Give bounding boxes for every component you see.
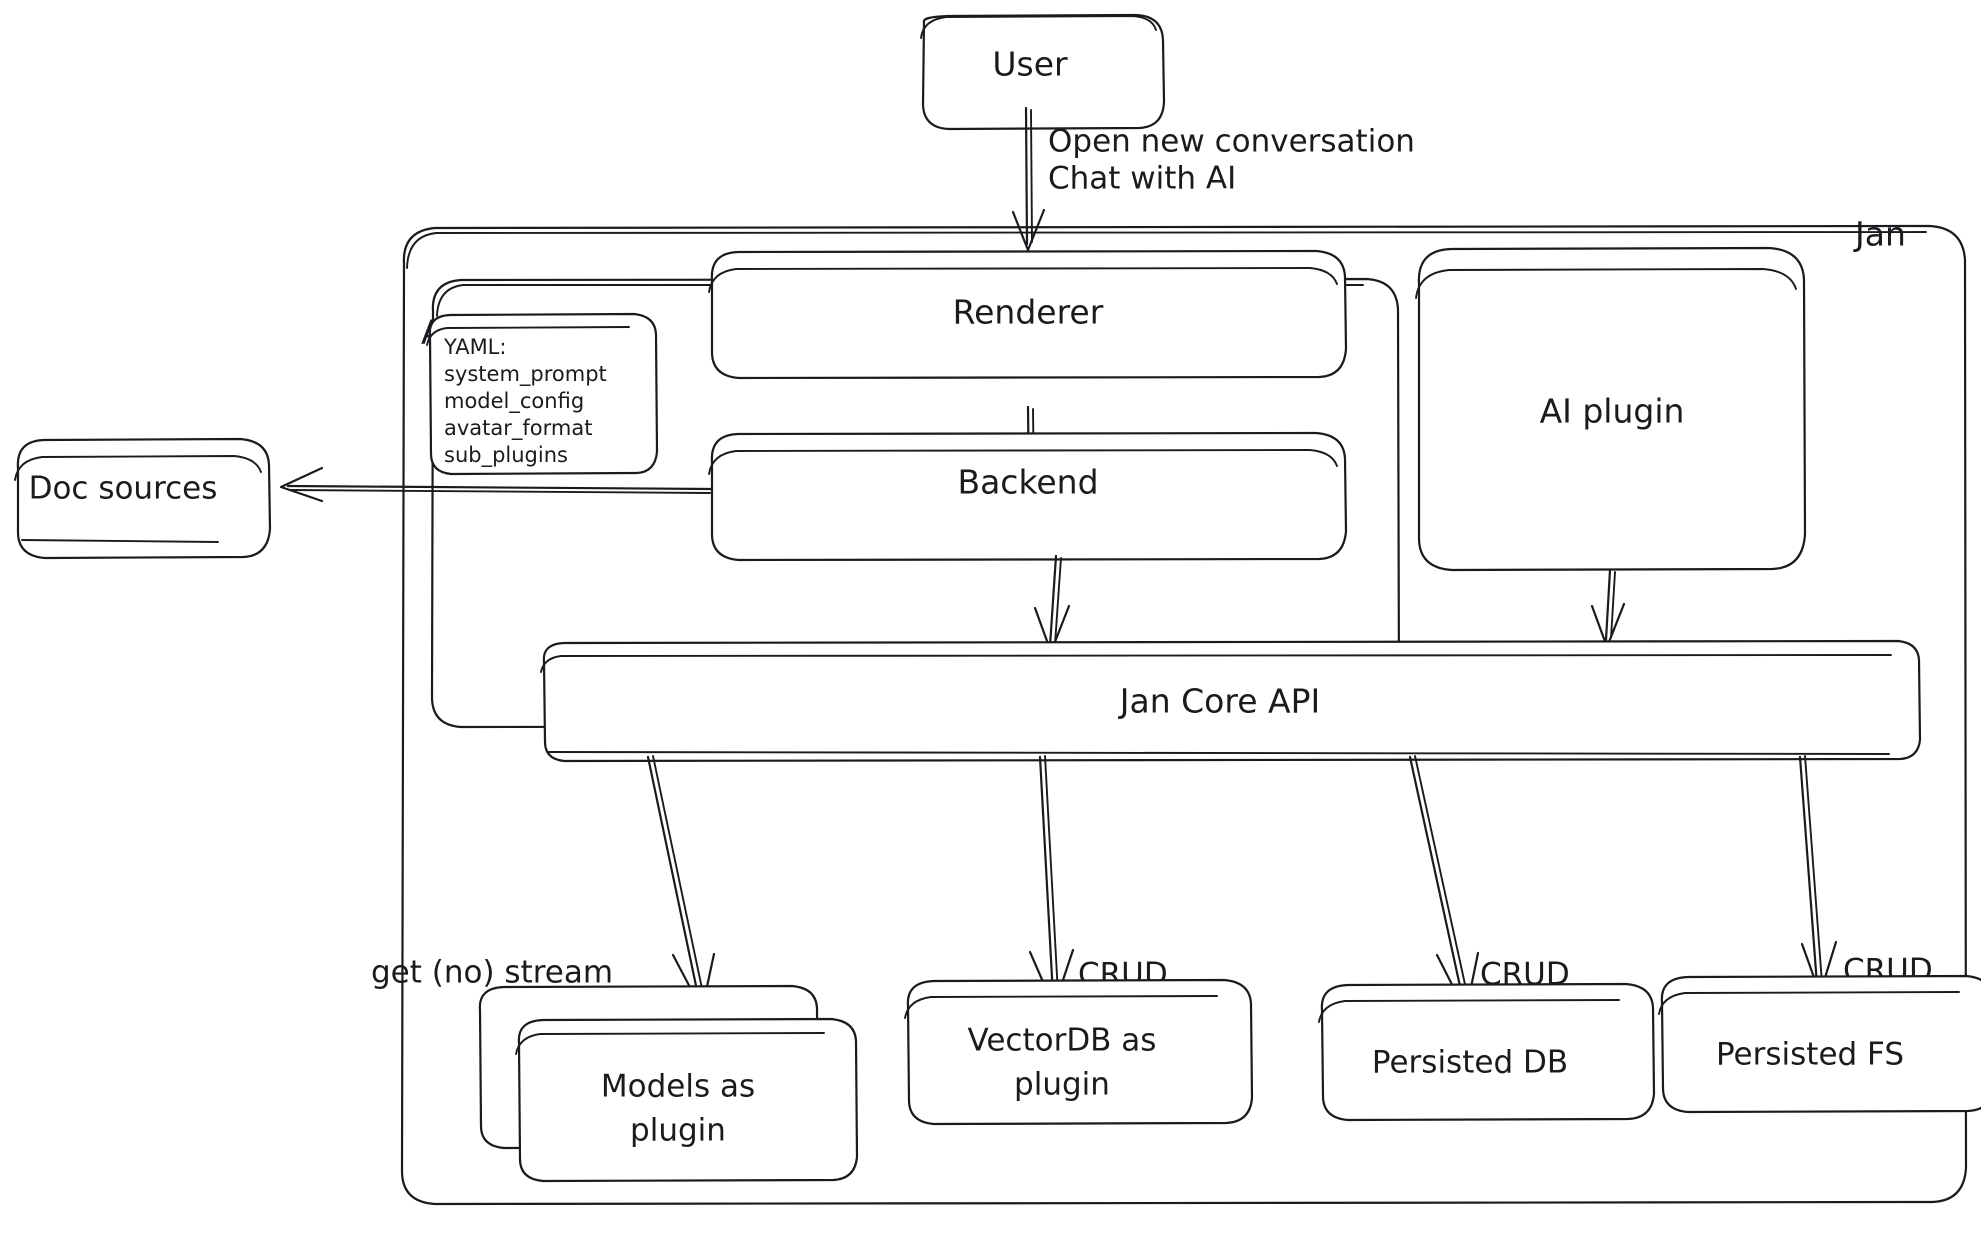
edge-user-to-renderer: Open new conversation Chat with AI	[1011, 106, 1415, 252]
node-user[interactable]: User	[920, 13, 1166, 131]
edge-core-api-to-models: get (no) stream	[371, 755, 716, 1012]
edge-core-api-to-persisted-fs: CRUD	[1798, 755, 1933, 996]
yaml-key-avatar-format: avatar_format	[444, 416, 592, 441]
node-jan-core-api[interactable]: Jan Core API	[540, 639, 1922, 763]
yaml-header: YAML:	[443, 335, 506, 359]
node-persisted-fs[interactable]: Persisted FS	[1658, 974, 1981, 1114]
edge-core-api-to-vectordb: CRUD	[1028, 755, 1168, 1009]
node-persisted-db[interactable]: Persisted DB	[1318, 982, 1656, 1122]
edge-core-api-models-label: get (no) stream	[371, 955, 613, 991]
node-jan-core-api-label: Jan Core API	[1118, 682, 1320, 721]
node-user-label: User	[992, 45, 1068, 84]
node-ai-plugin[interactable]: AI plugin	[1415, 246, 1807, 572]
group-jan-label: Jan	[1853, 215, 1906, 254]
node-vectordb-as-plugin-label-line2: plugin	[1014, 1067, 1110, 1103]
yaml-config-box[interactable]: YAML: system_prompt model_config avatar_…	[426, 312, 659, 476]
node-persisted-db-label: Persisted DB	[1372, 1045, 1568, 1081]
node-ai-plugin-label: AI plugin	[1540, 392, 1685, 431]
edge-backend-to-core-api	[1033, 554, 1071, 654]
node-backend[interactable]: Backend	[708, 431, 1348, 562]
edge-ai-plugin-to-core-api	[1590, 568, 1626, 649]
edge-core-api-to-persisted-db: CRUD	[1408, 755, 1570, 1014]
edge-backend-to-doc-sources	[279, 466, 714, 503]
yaml-key-sub-plugins: sub_plugins	[444, 443, 568, 468]
node-models-as-plugin-label-line2: plugin	[630, 1113, 726, 1149]
node-vectordb-as-plugin[interactable]: VectorDB as plugin	[904, 978, 1254, 1126]
node-models-as-plugin-label-line1: Models as	[601, 1069, 755, 1105]
node-renderer-label: Renderer	[953, 293, 1104, 332]
node-persisted-fs-label: Persisted FS	[1716, 1037, 1904, 1073]
node-doc-sources-label: Doc sources	[29, 471, 218, 507]
edge-user-renderer-label-line1: Open new conversation	[1048, 124, 1415, 160]
node-vectordb-as-plugin-label-line1: VectorDB as	[968, 1023, 1157, 1059]
edge-user-renderer-label-line2: Chat with AI	[1048, 161, 1236, 197]
node-models-as-plugin[interactable]: Models as plugin	[478, 984, 859, 1183]
node-backend-label: Backend	[957, 463, 1098, 502]
node-doc-sources[interactable]: Doc sources	[14, 437, 272, 560]
yaml-key-model-config: model_config	[444, 389, 584, 414]
group-jan: Jan	[400, 215, 1968, 1206]
yaml-key-system-prompt: system_prompt	[444, 362, 607, 387]
node-renderer[interactable]: Renderer	[708, 249, 1348, 380]
